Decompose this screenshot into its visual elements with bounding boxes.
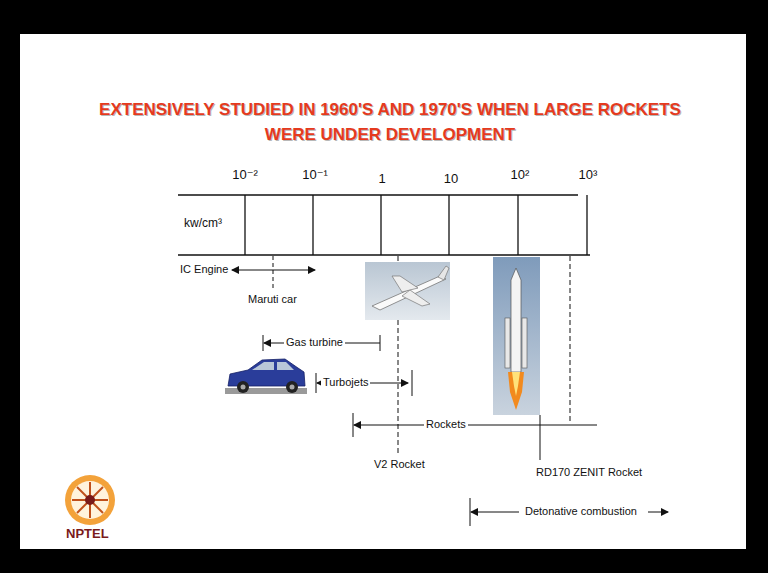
rocket-photo-part bbox=[508, 372, 524, 410]
nptel-logo-part-part bbox=[77, 487, 103, 513]
car-photo-part bbox=[290, 385, 295, 390]
car-photo-part bbox=[241, 385, 246, 390]
airplane-photo-part bbox=[392, 276, 418, 292]
tick-label: 10³ bbox=[579, 168, 598, 183]
airplane-photo bbox=[365, 262, 450, 320]
airplane-photo-part bbox=[365, 262, 450, 320]
airplane-photo-part bbox=[438, 266, 449, 280]
tick-label: 10² bbox=[511, 168, 530, 183]
example-label: Maruti car bbox=[248, 293, 297, 306]
logo-text: NPTEL bbox=[66, 527, 109, 542]
range-arrows-part bbox=[648, 512, 668, 513]
rocket-photo-part bbox=[522, 318, 527, 368]
range-label: Rockets bbox=[424, 418, 468, 431]
tick-label: 1 bbox=[378, 172, 385, 187]
range-label: IC Engine bbox=[180, 263, 228, 276]
range-label: Detonative combustion bbox=[525, 505, 637, 518]
scale-table-part bbox=[178, 254, 590, 255]
nptel-logo-part bbox=[85, 495, 95, 505]
car-photo-part bbox=[252, 362, 274, 370]
car-photo bbox=[225, 359, 307, 394]
rocket-photo-part bbox=[493, 257, 540, 415]
range-arrows-part bbox=[354, 425, 597, 426]
scale-table bbox=[178, 195, 590, 255]
airplane-photo-part bbox=[402, 290, 430, 306]
scale-table-part bbox=[448, 195, 449, 255]
range-arrows-part bbox=[471, 512, 519, 513]
car-photo-part bbox=[277, 362, 294, 370]
rocket-photo-part bbox=[512, 372, 520, 396]
car-photo-part bbox=[286, 381, 298, 393]
car-photo-part bbox=[237, 381, 249, 393]
range-label: Turbojets bbox=[321, 376, 370, 389]
rocket-photo-part bbox=[505, 318, 510, 368]
nptel-logo bbox=[65, 475, 115, 525]
range-arrows-part bbox=[540, 415, 541, 460]
nptel-logo-part bbox=[65, 475, 115, 525]
range-arrows-part bbox=[263, 335, 264, 351]
range-arrows-part bbox=[273, 256, 274, 290]
example-label: RD170 ZENIT Rocket bbox=[536, 466, 642, 479]
range-arrows-part bbox=[570, 256, 571, 424]
range-arrows-part bbox=[316, 373, 317, 393]
range-arrows-part bbox=[353, 413, 354, 437]
range-label: Gas turbine bbox=[284, 336, 345, 349]
nptel-logo-part-part bbox=[77, 487, 103, 513]
scale-table-part bbox=[586, 195, 587, 255]
slide-title: EXTENSIVELY STUDIED IN 1960'S AND 1970'S… bbox=[84, 98, 696, 147]
range-arrows-part bbox=[470, 498, 471, 526]
scale-table-part bbox=[244, 195, 245, 255]
scale-table-part bbox=[312, 195, 313, 255]
range-arrows-part bbox=[412, 370, 413, 396]
nptel-logo-part bbox=[72, 482, 108, 518]
scale-table-part bbox=[380, 195, 381, 255]
airplane-photo-part bbox=[372, 276, 446, 310]
tick-label: 10 bbox=[444, 172, 458, 187]
tick-label: 10⁻¹ bbox=[302, 168, 328, 183]
example-label: V2 Rocket bbox=[374, 458, 425, 471]
nptel-logo-part bbox=[71, 481, 109, 519]
unit-label: kw/cm³ bbox=[184, 217, 222, 231]
rocket-photo-part bbox=[511, 268, 521, 372]
rocket-photo bbox=[493, 257, 540, 415]
range-arrows-part bbox=[380, 335, 381, 351]
scale-table-part bbox=[517, 195, 518, 255]
tick-label: 10⁻² bbox=[232, 168, 258, 183]
